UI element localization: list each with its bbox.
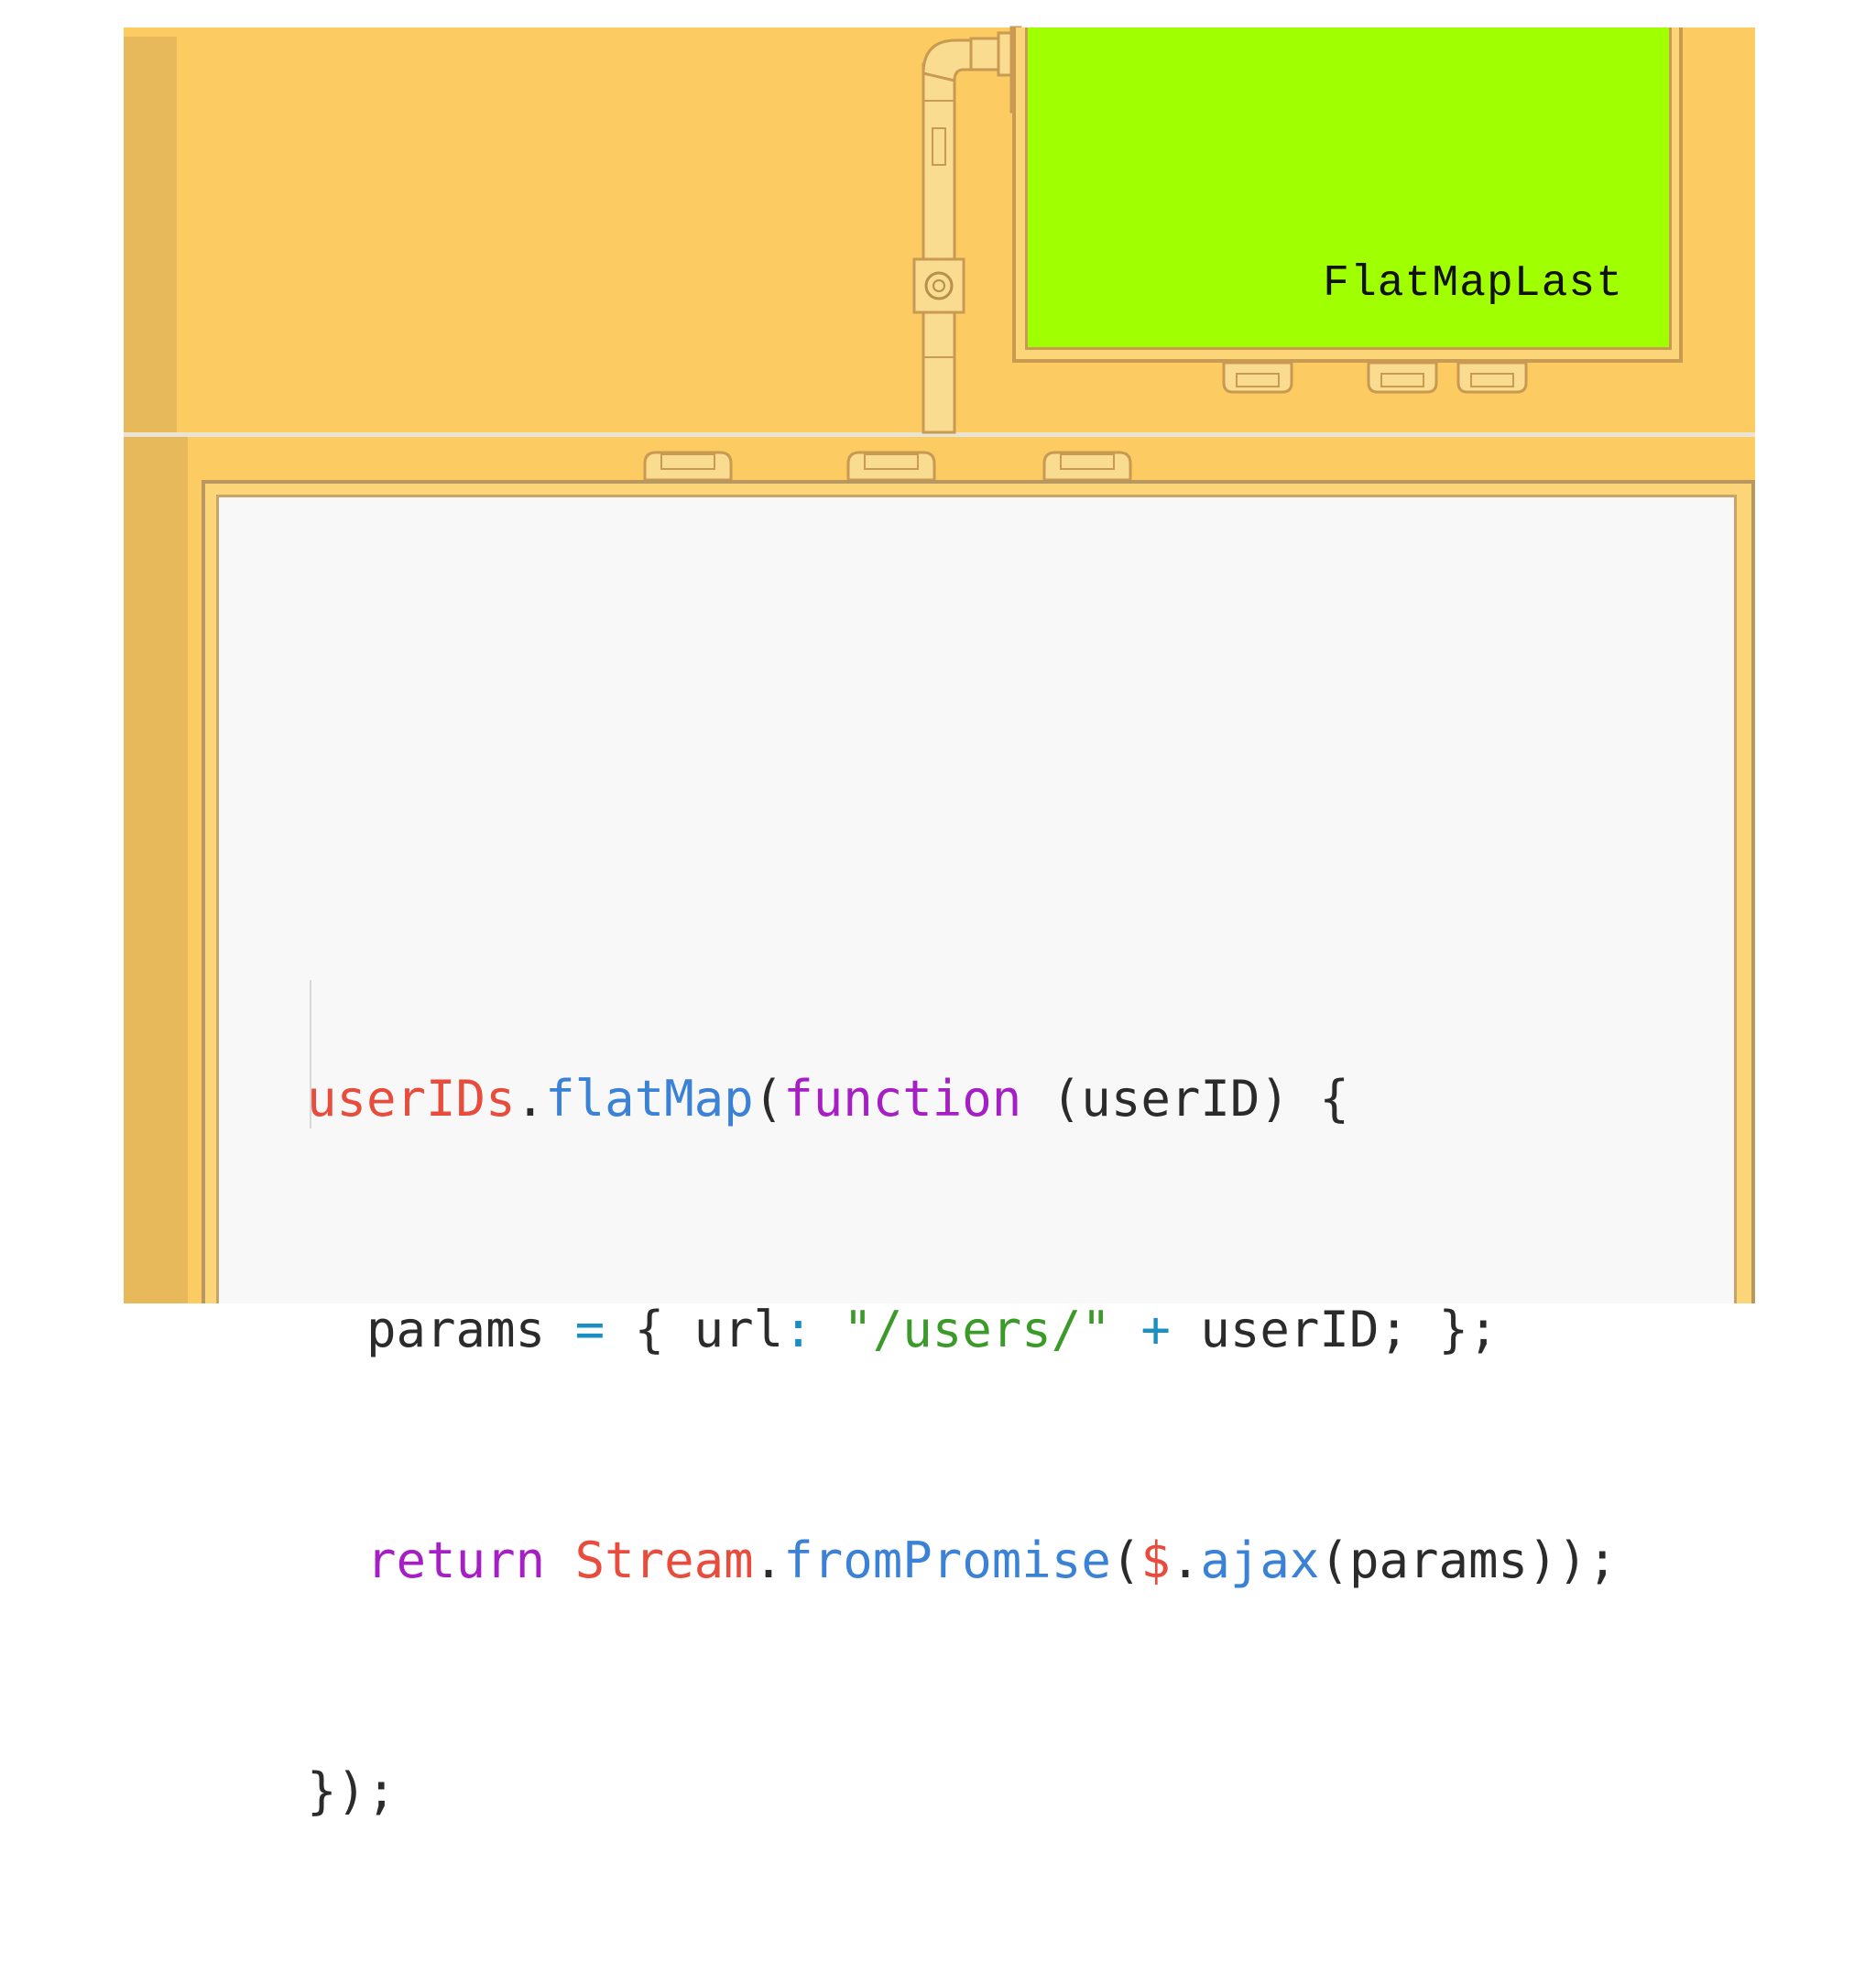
code-token: params [307,1301,575,1358]
connector-clip-icon [1222,361,1293,394]
code-token [307,1532,366,1589]
code-token: { url [605,1301,784,1358]
code-panel-screen [216,495,1737,1303]
code-token: . [753,1532,784,1589]
connector-clip-icon [1456,361,1528,394]
code-token [813,1301,844,1358]
diagram-stage: FlatMapLast userIDs.flatMap(function (us… [124,26,1755,1820]
code-line: return Stream.fromPromise($.ajax(params)… [307,1522,1618,1599]
pipe-elbow-icon [922,26,1022,434]
code-token: (params)); [1319,1532,1618,1589]
code-token: ajax [1200,1532,1320,1589]
connector-clip-icon [846,451,936,482]
indent-guide [310,980,311,1128]
panel-divider [124,432,1755,437]
pipe-valve-icon [912,257,965,314]
connector-clip-icon [1042,451,1132,482]
code-token: return [366,1532,546,1589]
connector-clip-icon [643,451,733,482]
code-token: : [783,1301,813,1358]
machine-label: FlatMapLast [1323,259,1623,309]
code-line: params = { url: "/users/" + userID; }; [307,1292,1618,1368]
pipe-layer [643,26,1528,482]
bottom-side-strip [124,437,188,1303]
connector-clip-icon [1367,361,1438,394]
code-token: . [1170,1532,1201,1589]
code-token: (userID) { [1021,1070,1349,1128]
code-token: = [574,1301,605,1358]
code-token: + [1140,1301,1171,1358]
code-token [545,1532,575,1589]
code-token: Stream [574,1532,754,1589]
code-block: userIDs.flatMap(function (userID) { para… [307,907,1618,1984]
code-token: . [515,1070,546,1128]
code-line: }); [307,1753,1618,1830]
code-token: function [783,1070,1022,1128]
code-token: flatMap [545,1070,754,1128]
code-token: fromPromise [783,1532,1111,1589]
top-side-strip [124,37,177,432]
code-line: userIDs.flatMap(function (userID) { [307,1061,1618,1138]
code-token: $ [1140,1532,1171,1589]
code-token: userID; }; [1170,1301,1499,1358]
code-token: userIDs [307,1070,516,1128]
code-token: }); [307,1762,397,1820]
code-token: ( [1110,1532,1141,1589]
code-token [1111,1301,1141,1358]
flatmap-machine-screen: FlatMapLast [1025,27,1672,350]
code-token: ( [753,1070,784,1128]
code-token: "/users/" [843,1301,1111,1358]
